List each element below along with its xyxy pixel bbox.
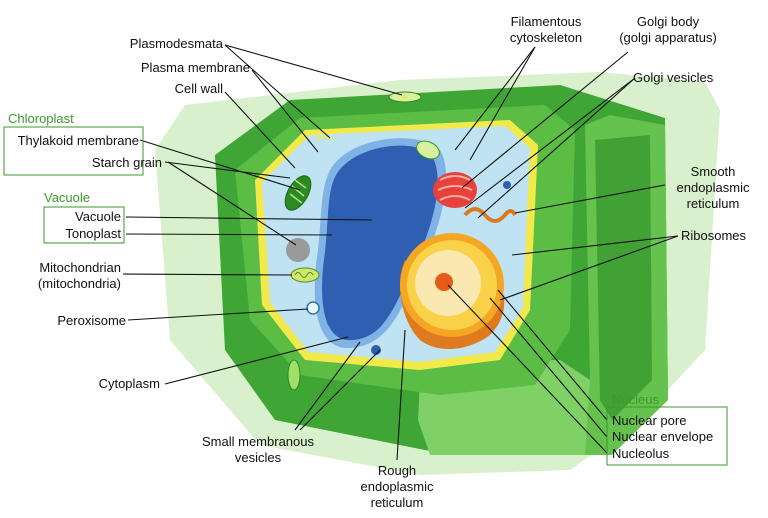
label-golgi-body-1: Golgi body xyxy=(637,14,700,29)
label-small-vesicles-1: Small membranous xyxy=(202,434,314,449)
chloroplast-small xyxy=(416,140,440,160)
nucleus-group-box xyxy=(606,406,728,466)
smooth-er xyxy=(463,207,517,223)
vacuole-group-title: Vacuole xyxy=(44,190,90,205)
chloroplast-group-box xyxy=(3,126,144,176)
cell-wall-side-inner xyxy=(595,135,652,420)
label-rough-er-3: reticulum xyxy=(371,495,424,510)
label-filamentous-1: Filamentous xyxy=(511,14,582,29)
vacuole xyxy=(322,145,438,341)
cell-illustration xyxy=(155,72,720,475)
label-smooth-er-1: Smooth xyxy=(691,164,736,179)
plasmodesma xyxy=(315,136,333,141)
label-rough-er-1: Rough xyxy=(378,463,416,478)
label-golgi-vesicles: Golgi vesicles xyxy=(633,70,714,85)
label-cytoplasm: Cytoplasm xyxy=(99,376,160,391)
label-ribosomes: Ribosomes xyxy=(681,228,747,243)
chloroplast-loose xyxy=(287,359,301,391)
label-peroxisome: Peroxisome xyxy=(57,313,126,328)
vesicle xyxy=(412,184,420,192)
label-small-vesicles-2: vesicles xyxy=(235,450,282,465)
label-cell-wall: Cell wall xyxy=(175,81,224,96)
nucleolus xyxy=(435,273,453,291)
label-tonoplast: Tonoplast xyxy=(65,226,121,241)
label-nuclear-pore: Nuclear pore xyxy=(612,413,686,428)
chloroplast-group-title: Chloroplast xyxy=(8,111,74,126)
chloroplast xyxy=(284,175,312,211)
nucleus-group-title: Nucleus xyxy=(612,392,659,407)
label-plasmodesmata: Plasmodesmata xyxy=(130,36,224,51)
label-nucleolus: Nucleolus xyxy=(612,446,670,461)
vesicle xyxy=(503,181,511,189)
vesicle xyxy=(327,317,337,327)
label-starch-grain: Starch grain xyxy=(92,155,162,170)
peroxisome xyxy=(306,301,320,315)
label-mitochondrian: Mitochondrian xyxy=(39,260,121,275)
leader-lines xyxy=(122,44,679,461)
label-vacuole: Vacuole xyxy=(75,209,121,224)
label-plasma-membrane: Plasma membrane xyxy=(141,60,250,75)
vesicle xyxy=(371,345,381,355)
starch-grain xyxy=(286,238,310,262)
label-golgi-body-2: (golgi apparatus) xyxy=(619,30,717,45)
label-smooth-er-2: endoplasmic xyxy=(677,180,750,195)
vacuole-group-box xyxy=(43,206,125,244)
label-smooth-er-3: reticulum xyxy=(687,196,740,211)
label-thylakoid-membrane: Thylakoid membrane xyxy=(18,133,139,148)
label-filamentous-2: cytoskeleton xyxy=(510,30,582,45)
label-rough-er-2: endoplasmic xyxy=(361,479,434,494)
label-mitochondria: (mitochondria) xyxy=(38,276,121,291)
label-nuclear-envelope: Nuclear envelope xyxy=(612,429,713,444)
